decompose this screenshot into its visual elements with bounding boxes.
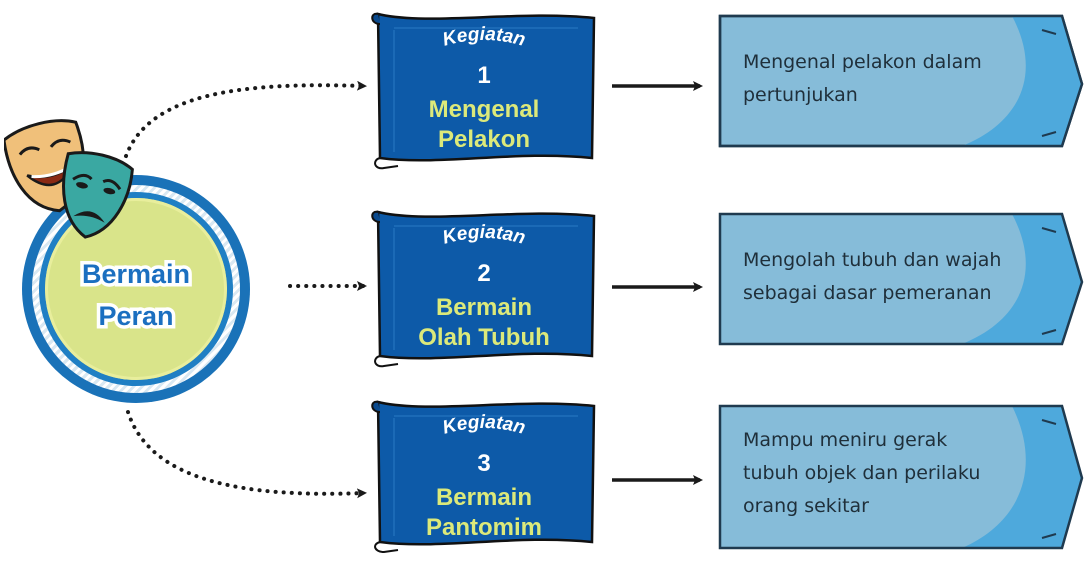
result-box-shape xyxy=(718,212,1084,346)
kegiatan-label: Kegiatan xyxy=(440,24,527,51)
activity-title-line1: Bermain xyxy=(435,484,533,511)
activity-banner-2: Kegiatan 2 Bermain Olah Tubuh xyxy=(368,206,600,374)
kegiatan-label-arc: Kegiatan xyxy=(440,412,527,439)
banner-shape xyxy=(371,400,596,554)
result-line: sebagai dasar pemeranan xyxy=(743,282,992,304)
activity-title-line2: Pantomim xyxy=(425,514,542,541)
result-line: pertunjukan xyxy=(743,84,858,106)
kegiatan-label: Kegiatan xyxy=(440,222,527,249)
activity-title-line1: Mengenal xyxy=(428,96,540,123)
result-text: Mampu meniru gerak tubuh objek dan peril… xyxy=(743,424,1063,523)
result-text: Mengolah tubuh dan wajah sebagai dasar p… xyxy=(743,244,1063,310)
svg-text:Kegiatan: Kegiatan xyxy=(440,222,527,249)
dotted-connector-1 xyxy=(124,80,367,158)
activity-banner-3: Kegiatan 3 Bermain Pantomim xyxy=(368,396,600,564)
banner-shape xyxy=(371,210,596,368)
result-box-1: Mengenal pelakon dalam pertunjukan xyxy=(712,12,1084,152)
banner-shape xyxy=(371,12,596,170)
svg-text:Kegiatan: Kegiatan xyxy=(440,24,527,51)
kegiatan-label-arc: Kegiatan xyxy=(440,24,527,51)
activity-number: 3 xyxy=(477,450,491,477)
result-box-shape xyxy=(718,14,1084,148)
result-box-2: Mengolah tubuh dan wajah sebagai dasar p… xyxy=(712,210,1084,350)
svg-text:Kegiatan: Kegiatan xyxy=(440,412,527,439)
result-text: Mengenal pelakon dalam pertunjukan xyxy=(743,46,1063,112)
activity-title-line2: Pelakon xyxy=(437,126,531,153)
result-line: Mengolah tubuh dan wajah xyxy=(743,249,1002,271)
hub-title-line2: Peran xyxy=(95,298,177,335)
activity-number: 2 xyxy=(477,260,491,287)
hub-title-line1: Bermain xyxy=(78,256,193,293)
result-box-3: Mampu meniru gerak tubuh objek dan peril… xyxy=(712,402,1084,552)
result-line: tubuh objek dan perilaku xyxy=(743,462,981,484)
activity-number: 1 xyxy=(477,62,491,89)
dotted-connector-3 xyxy=(126,410,367,499)
kegiatan-label-arc: Kegiatan xyxy=(440,222,527,249)
activity-title-line2: Olah Tubuh xyxy=(418,324,550,351)
result-box-shape xyxy=(718,404,1084,550)
activity-title-line1: Bermain xyxy=(435,294,533,321)
activity-banner-1: Kegiatan 1 Mengenal Pelakon xyxy=(368,8,600,176)
kegiatan-label: Kegiatan xyxy=(440,412,527,439)
result-line: Mengenal pelakon dalam xyxy=(743,51,982,73)
result-line: Mampu meniru gerak xyxy=(743,429,948,451)
result-line: orang sekitar xyxy=(743,495,869,517)
comedy-tragedy-masks-icon xyxy=(4,119,134,239)
